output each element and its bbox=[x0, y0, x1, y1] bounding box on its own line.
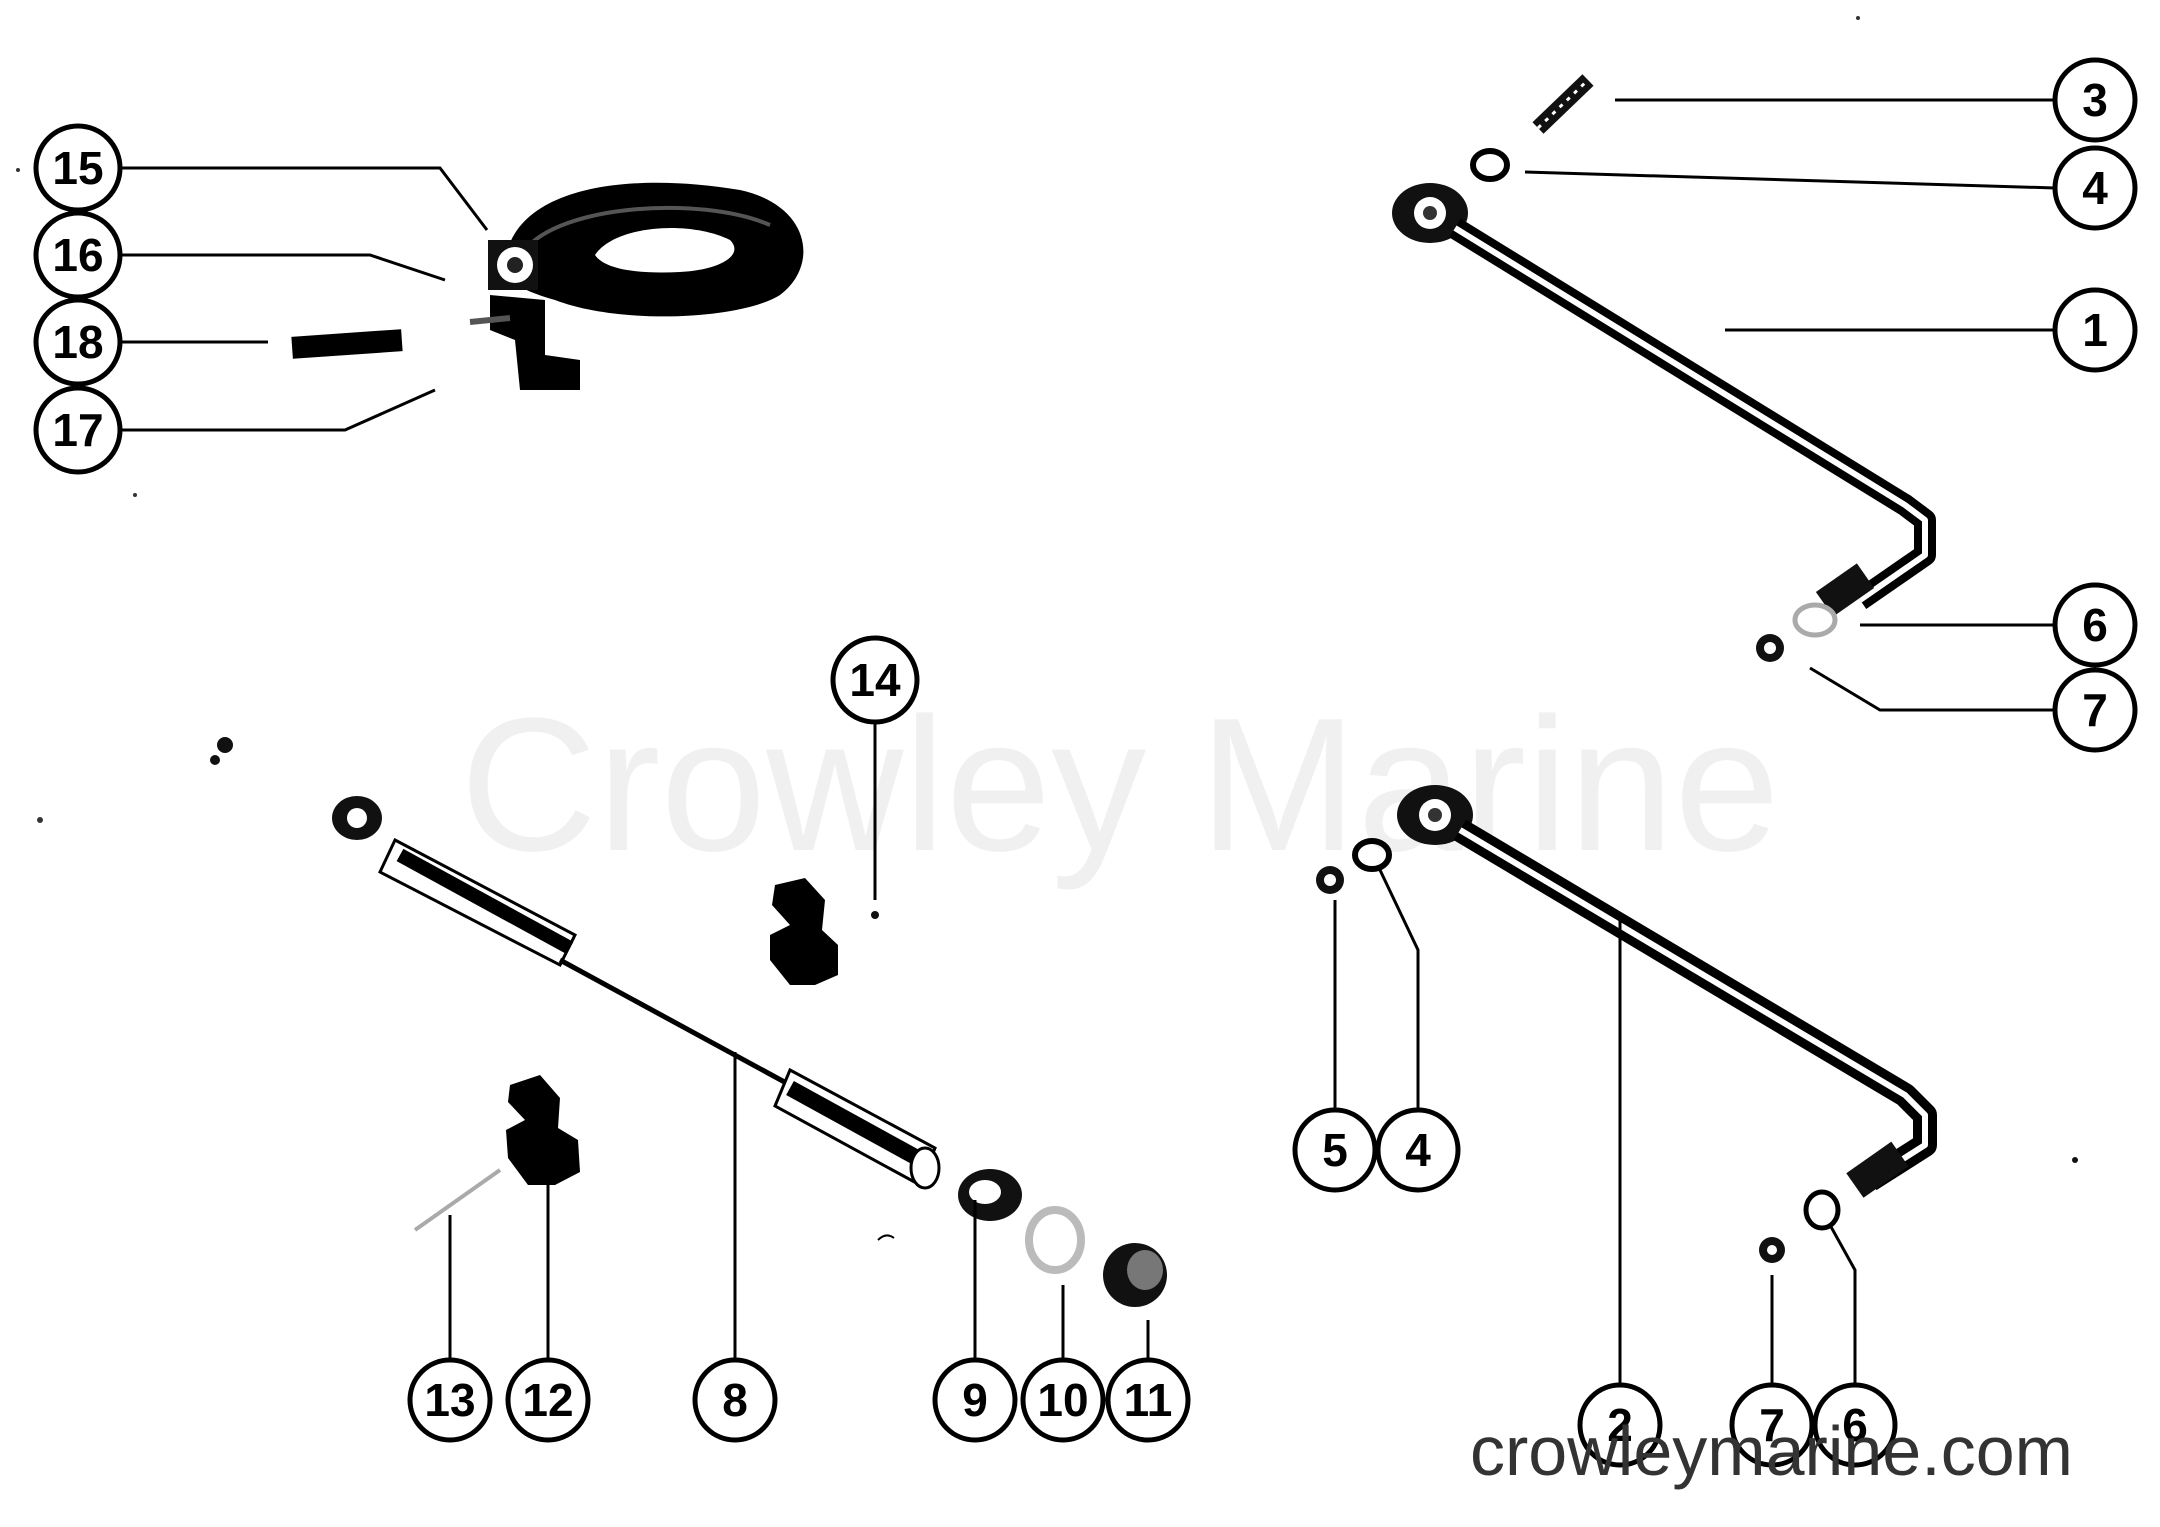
website-label: crowleymarine.com bbox=[1470, 1412, 2073, 1490]
callout-16: 16 bbox=[33, 210, 123, 300]
svg-text:6: 6 bbox=[1842, 1399, 1868, 1451]
block-lower bbox=[506, 1075, 580, 1185]
block-upper bbox=[770, 878, 879, 985]
svg-text:15: 15 bbox=[52, 142, 103, 194]
svg-text:6: 6 bbox=[2082, 599, 2108, 651]
svg-text:13: 13 bbox=[424, 1374, 475, 1426]
callout-5: 5 bbox=[1292, 1107, 1378, 1193]
svg-text:7: 7 bbox=[1759, 1399, 1785, 1451]
screw-part bbox=[413, 1168, 502, 1232]
svg-text:1: 1 bbox=[2082, 304, 2108, 356]
svg-text:10: 10 bbox=[1037, 1374, 1088, 1426]
link-rod-lower bbox=[1316, 785, 2078, 1263]
svg-text:5: 5 bbox=[1322, 1124, 1348, 1176]
svg-text:12: 12 bbox=[522, 1374, 573, 1426]
svg-text:8: 8 bbox=[722, 1374, 748, 1426]
callout-6-lower: 6 bbox=[1812, 1382, 1898, 1468]
pin-part bbox=[291, 329, 403, 359]
svg-text:14: 14 bbox=[849, 654, 901, 706]
svg-text:9: 9 bbox=[962, 1374, 988, 1426]
callout-7-upper: 7 bbox=[2052, 667, 2138, 753]
shaft-assembly bbox=[210, 737, 1167, 1307]
callout-18: 18 bbox=[33, 297, 123, 387]
callout-12: 12 bbox=[505, 1357, 591, 1443]
callout-2: 2 bbox=[1577, 1382, 1663, 1468]
callout-9: 9 bbox=[932, 1357, 1018, 1443]
callout-8: 8 bbox=[692, 1357, 778, 1443]
svg-text:4: 4 bbox=[1405, 1124, 1431, 1176]
link-rod-upper bbox=[1392, 74, 1936, 662]
watermark: Crowley Marine bbox=[460, 679, 1780, 891]
svg-text:3: 3 bbox=[2082, 74, 2108, 126]
svg-text:18: 18 bbox=[52, 316, 103, 368]
callout-17: 17 bbox=[33, 385, 123, 475]
svg-text:11: 11 bbox=[1124, 1374, 1173, 1426]
svg-text:17: 17 bbox=[52, 404, 103, 456]
callout-10: 10 bbox=[1020, 1357, 1106, 1443]
callout-3: 3 bbox=[2052, 57, 2138, 143]
svg-text:4: 4 bbox=[2082, 162, 2108, 214]
leader-lines bbox=[122, 98, 2056, 1385]
callout-14: 14 bbox=[830, 635, 920, 725]
callout-11: 11 bbox=[1105, 1357, 1191, 1443]
callout-15: 15 bbox=[33, 123, 123, 213]
svg-text:2: 2 bbox=[1607, 1399, 1633, 1451]
callout-6-upper: 6 bbox=[2052, 582, 2138, 668]
callout-1: 1 bbox=[2052, 287, 2138, 373]
callout-13: 13 bbox=[407, 1357, 493, 1443]
callout-4-upper: 4 bbox=[2052, 145, 2138, 231]
callout-7-lower: 7 bbox=[1729, 1382, 1815, 1468]
clamp-assembly bbox=[469, 182, 804, 390]
callout-4-lower: 4 bbox=[1375, 1107, 1461, 1193]
svg-text:7: 7 bbox=[2082, 684, 2108, 736]
svg-text:16: 16 bbox=[52, 229, 103, 281]
